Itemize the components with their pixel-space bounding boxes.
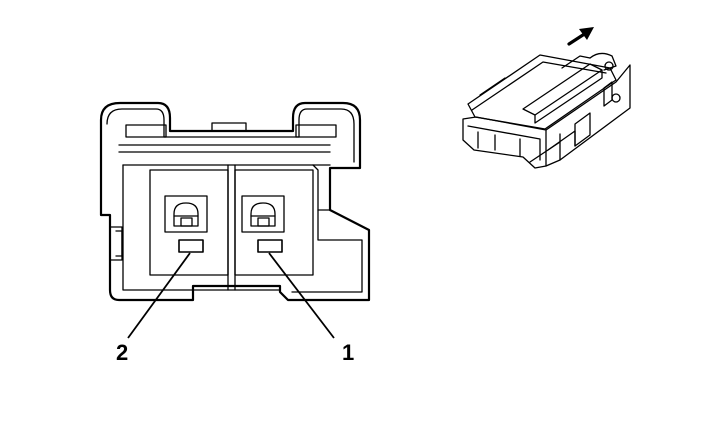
leader-line-pin-2 (127, 252, 191, 339)
arrow-up-right-icon (567, 27, 594, 46)
leader-line-pin-1 (268, 252, 335, 339)
connector-face-view-icon (99, 101, 371, 302)
pin-callout-2: 2 (116, 340, 129, 365)
connector-isometric-icon (462, 52, 631, 169)
pin-callout-1: 1 (342, 340, 355, 365)
